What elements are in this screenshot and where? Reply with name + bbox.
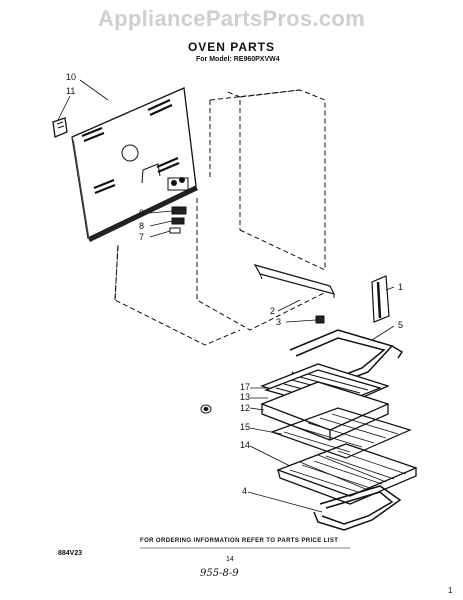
callout-label: 6 <box>139 208 144 218</box>
broil-pan <box>260 363 390 441</box>
small-parts <box>169 206 187 234</box>
bracket-part <box>253 264 336 298</box>
callout-label: 10 <box>66 72 76 82</box>
grommet-part <box>200 404 212 414</box>
callout-label: 17 <box>240 382 250 392</box>
oven-back-panel <box>71 87 198 242</box>
watermark: AppliancePartsPros.com <box>97 6 366 31</box>
flat-rack <box>270 407 412 459</box>
callout-label: 7 <box>139 232 144 242</box>
callout-label: 11 <box>66 86 75 96</box>
plate-part <box>52 117 68 138</box>
callout-label: 15 <box>240 422 250 432</box>
callout-label: 14 <box>240 440 250 450</box>
callout-label: 3 <box>276 317 281 327</box>
page-number: 14 <box>226 556 234 563</box>
model-subtitle: For Model: RE960PXVW4 <box>196 56 280 63</box>
callout-label: 1 <box>398 282 403 292</box>
clip-part <box>315 315 325 324</box>
oven-rack <box>276 443 418 505</box>
corner-number: 1 <box>448 586 453 595</box>
ordering-note: FOR ORDERING INFORMATION REFER TO PARTS … <box>140 538 339 544</box>
callout-label: 12 <box>240 403 250 413</box>
callout-label: 8 <box>139 221 144 231</box>
callout-label: 4 <box>242 486 247 496</box>
leader-lines <box>57 79 395 513</box>
cabinet-outline <box>114 89 331 346</box>
side-trim-part <box>371 275 390 323</box>
callout-label: 2 <box>270 306 275 316</box>
callout-label: 5 <box>398 320 403 330</box>
callout-labels: 10 11 6 8 7 1 2 3 5 17 13 12 15 14 4 <box>66 72 403 496</box>
broil-element <box>313 485 402 531</box>
document-code: 884V23 <box>58 550 83 557</box>
handwritten-note: 955-8-9 <box>200 568 239 579</box>
page-title: OVEN PARTS <box>187 40 276 54</box>
callout-label: 13 <box>240 392 250 402</box>
